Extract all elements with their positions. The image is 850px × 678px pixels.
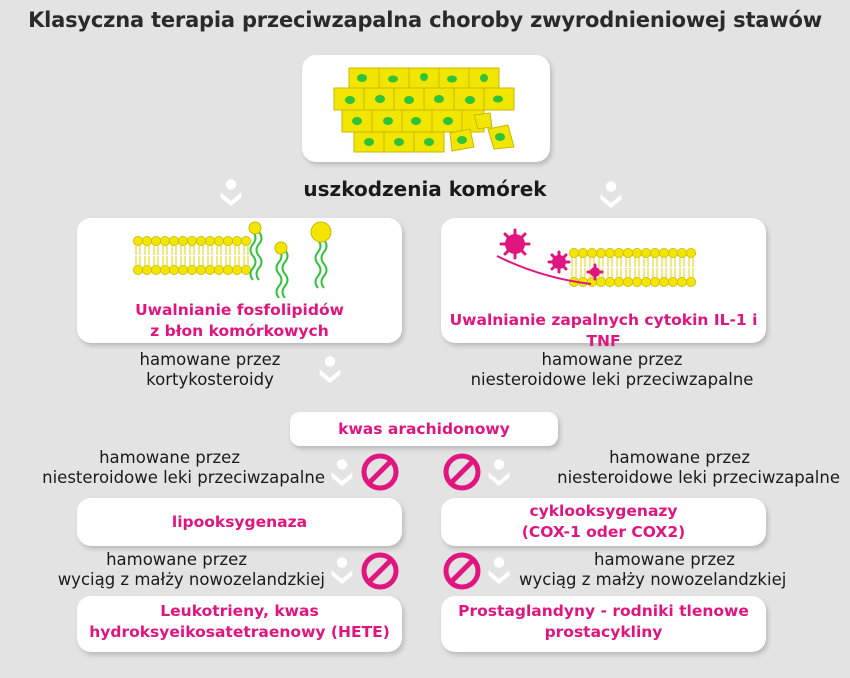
- cells-image-box: [302, 55, 550, 162]
- membrane-cytokine-illustration: [496, 228, 696, 287]
- lipox-nsaid-line1: hamowane przez: [99, 448, 240, 467]
- leukotrienes-line1: Leukotrieny, kwas: [160, 602, 319, 620]
- prostaglandins-box: Prostaglandyny - rodniki tlenowe prostac…: [441, 596, 766, 652]
- arachidonic-acid-box: kwas arachidonowy: [290, 412, 558, 446]
- leukotrienes-box: Leukotrieny, kwas hydroksyeikosatetraeno…: [77, 596, 402, 652]
- mussel-right-line1: hamowane przez: [594, 550, 735, 569]
- chevron-down-icon: [329, 556, 355, 588]
- membrane-phospholipid-illustration: [133, 221, 332, 298]
- cox-nsaid-line1: hamowane przez: [609, 448, 750, 467]
- nsaid-inhibit-line2: niesteroidowe leki przeciwzapalne: [470, 370, 754, 389]
- lipox-nsaid-line2: niesteroidowe leki przeciwzapalne: [42, 468, 325, 487]
- damaged-cells-illustration: [333, 67, 515, 153]
- cell-damage-label: uszkodzenia komórek: [303, 177, 547, 201]
- nsaid-inhibit-line1: hamowane przez: [541, 350, 683, 369]
- prostaglandins-line1: Prostaglandyny - rodniki tlenowe: [458, 602, 749, 620]
- phospholipid-release-line1: Uwalnianie fosfolipidów: [135, 301, 344, 319]
- mussel-left-line2: wyciąg z małży nowozelandzkiej: [57, 570, 325, 589]
- lipoxygenase-box: lipooksygenaza: [77, 498, 402, 546]
- cyclooxygenase-line2: (COX-1 oder COX2): [521, 523, 686, 541]
- prohibited-icon: [360, 551, 400, 591]
- lipoxygenase-label: lipooksygenaza: [171, 513, 308, 531]
- prohibited-icon: [360, 452, 400, 492]
- chevron-down-icon: [329, 458, 355, 490]
- chevron-down-icon: [598, 180, 624, 212]
- cytokine-release-label: Uwalnianie zapalnych cytokin IL-1 i TNF: [449, 311, 758, 350]
- phospholipid-release-box: Uwalnianie fosfolipidów z błon komórkowy…: [77, 218, 402, 343]
- diagram-title: Klasyczna terapia przeciwzapalna choroby…: [28, 8, 822, 32]
- arachidonic-acid-label: kwas arachidonowy: [338, 420, 510, 438]
- chevron-down-icon: [486, 458, 512, 490]
- corticosteroid-inhibit-line1: hamowane przez: [139, 350, 281, 369]
- phospholipid-release-line2: z błon komórkowych: [150, 322, 329, 340]
- chevron-down-icon: [218, 178, 244, 210]
- prohibited-icon: [442, 452, 482, 492]
- chevron-down-icon: [486, 556, 512, 588]
- prostaglandins-line2: prostacykliny: [544, 623, 663, 641]
- cox-nsaid-line2: niesteroidowe leki przeciwzapalne: [557, 468, 840, 487]
- mussel-right-line2: wyciąg z małży nowozelandzkiej: [519, 570, 787, 589]
- prohibited-icon: [442, 551, 482, 591]
- cyclooxygenase-line1: cyklooksygenazy: [529, 502, 678, 520]
- cyclooxygenase-box: cyklooksygenazy (COX-1 oder COX2): [441, 498, 766, 546]
- chevron-down-icon: [317, 355, 343, 387]
- mussel-left-line1: hamowane przez: [106, 550, 247, 569]
- cytokine-release-box: Uwalnianie zapalnych cytokin IL-1 i TNF: [441, 218, 766, 350]
- leukotrienes-line2: hydroksyeikosatetraenowy (HETE): [89, 623, 390, 641]
- corticosteroid-inhibit-line2: kortykosteroidy: [146, 370, 274, 389]
